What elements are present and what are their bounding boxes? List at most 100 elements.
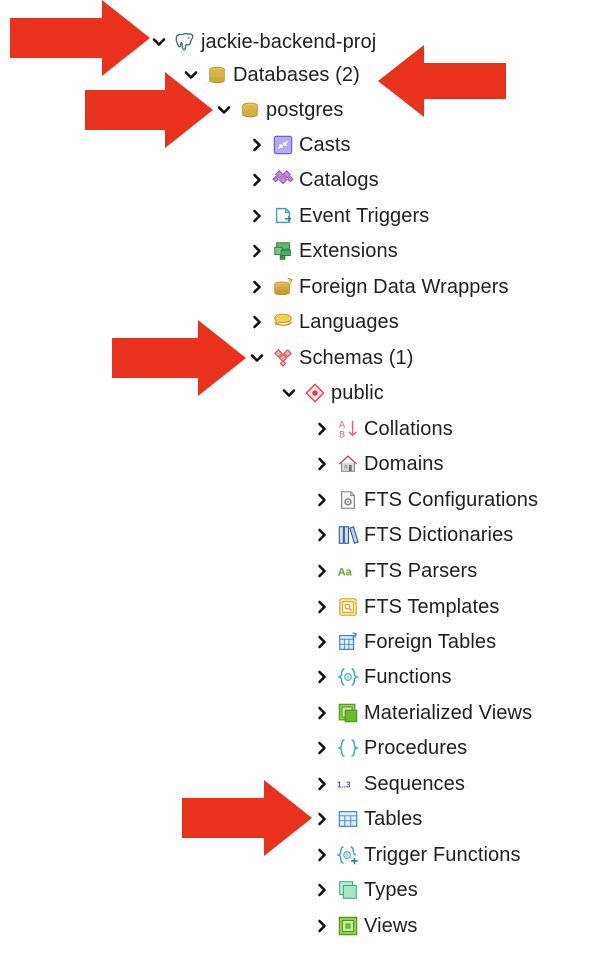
tree-node-label: Procedures	[364, 737, 468, 759]
tree-node-languages[interactable]: Languages	[248, 305, 399, 339]
catalog-icon	[270, 167, 296, 193]
tree-node-catalogs[interactable]: Catalogs	[248, 163, 379, 197]
foreign-data-wrapper-icon	[270, 274, 296, 300]
chevron-down-icon[interactable]	[150, 33, 168, 51]
chevron-right-icon[interactable]	[248, 171, 266, 189]
tree-node-label: Languages	[299, 311, 399, 333]
tree-node-label: Sequences	[364, 773, 465, 795]
chevron-right-icon[interactable]	[313, 633, 331, 651]
tree-node-event-triggers[interactable]: Event Triggers	[248, 199, 429, 233]
elephant-icon	[172, 29, 198, 55]
tree-node-label: Trigger Functions	[364, 844, 521, 866]
database-stack-icon	[204, 62, 230, 88]
language-icon	[270, 309, 296, 335]
chevron-right-icon[interactable]	[248, 207, 266, 225]
chevron-down-icon[interactable]	[248, 349, 266, 367]
chevron-right-icon[interactable]	[313, 491, 331, 509]
arrow-server	[10, 0, 150, 76]
tree-node-fdw[interactable]: Foreign Data Wrappers	[248, 270, 509, 304]
tree-node-server[interactable]: jackie-backend-proj	[150, 25, 376, 59]
tree-node-trigger-functions[interactable]: Trigger Functions	[313, 838, 521, 872]
tree-node-functions[interactable]: Functions	[313, 660, 452, 694]
tree-node-label: FTS Templates	[364, 596, 500, 618]
chevron-right-icon[interactable]	[248, 136, 266, 154]
fts-dictionary-icon	[335, 522, 361, 548]
tree-node-label: Functions	[364, 666, 452, 688]
chevron-right-icon[interactable]	[248, 278, 266, 296]
tree-node-casts[interactable]: Casts	[248, 128, 351, 162]
chevron-right-icon[interactable]	[248, 242, 266, 260]
procedure-icon	[335, 735, 361, 761]
chevron-right-icon[interactable]	[313, 881, 331, 899]
sequence-icon: 1..3	[335, 771, 361, 797]
chevron-right-icon[interactable]	[313, 420, 331, 438]
tree-node-label: Types	[364, 879, 418, 901]
tree-node-label: public	[331, 382, 384, 404]
chevron-right-icon[interactable]	[313, 668, 331, 686]
chevron-right-icon[interactable]	[313, 562, 331, 580]
tree-node-fts-templates[interactable]: FTS Templates	[313, 590, 499, 624]
tree-node-label: Extensions	[299, 240, 398, 262]
tree-node-databases[interactable]: Databases (2)	[182, 58, 360, 92]
domain-icon	[335, 451, 361, 477]
tree-node-procedures[interactable]: Procedures	[313, 731, 467, 765]
tree-node-extensions[interactable]: Extensions	[248, 234, 398, 268]
tree-node-label: Schemas (1)	[299, 347, 414, 369]
schema-icon	[302, 380, 328, 406]
tree-node-public[interactable]: public	[280, 376, 384, 410]
tree-node-label: Views	[364, 915, 418, 937]
database-icon	[237, 97, 263, 123]
view-icon	[335, 913, 361, 939]
tree-node-materialized-views[interactable]: Materialized Views	[313, 696, 532, 730]
tree-node-label: Tables	[364, 808, 423, 830]
fts-template-icon	[335, 594, 361, 620]
tree-node-schemas[interactable]: Schemas (1)	[248, 341, 413, 375]
tree-node-label: Casts	[299, 134, 351, 156]
chevron-right-icon[interactable]	[313, 917, 331, 935]
foreign-table-icon	[335, 629, 361, 655]
tree-node-postgres[interactable]: postgres	[215, 93, 344, 127]
chevron-right-icon[interactable]	[313, 739, 331, 757]
tree-node-views[interactable]: Views	[313, 909, 418, 943]
extension-icon	[270, 238, 296, 264]
tree-node-tables[interactable]: Tables	[313, 802, 422, 836]
tree-node-label: FTS Parsers	[364, 560, 478, 582]
cast-icon	[270, 132, 296, 158]
tree-node-label: FTS Dictionaries	[364, 524, 514, 546]
tree-node-fts-dictionaries[interactable]: FTS Dictionaries	[313, 518, 513, 552]
chevron-right-icon[interactable]	[313, 775, 331, 793]
chevron-right-icon[interactable]	[313, 810, 331, 828]
tree-node-foreign-tables[interactable]: Foreign Tables	[313, 625, 496, 659]
chevron-down-icon[interactable]	[280, 384, 298, 402]
tree-node-label: Databases (2)	[233, 64, 360, 86]
svg-text:B: B	[339, 430, 345, 440]
tree-node-label: Materialized Views	[364, 702, 533, 724]
chevron-right-icon[interactable]	[248, 313, 266, 331]
tree-node-types[interactable]: Types	[313, 873, 418, 907]
schemas-icon	[270, 345, 296, 371]
arrow-postgres	[85, 72, 213, 148]
fts-parser-icon: Aa	[335, 558, 361, 584]
chevron-down-icon[interactable]	[215, 101, 233, 119]
chevron-right-icon[interactable]	[313, 846, 331, 864]
tree-node-label: Domains	[364, 453, 444, 475]
chevron-right-icon[interactable]	[313, 704, 331, 722]
chevron-down-icon[interactable]	[182, 66, 200, 84]
tree-node-label: Event Triggers	[299, 205, 430, 227]
chevron-right-icon[interactable]	[313, 455, 331, 473]
tree-node-label: jackie-backend-proj	[201, 31, 377, 53]
svg-text:1..3: 1..3	[337, 781, 351, 790]
arrow-tables	[182, 780, 312, 856]
chevron-right-icon[interactable]	[313, 526, 331, 544]
tree-node-sequences[interactable]: 1..3 Sequences	[313, 767, 465, 801]
chevron-right-icon[interactable]	[313, 598, 331, 616]
tree-node-domains[interactable]: Domains	[313, 447, 444, 481]
tree-node-fts-configurations[interactable]: FTS Configurations	[313, 483, 538, 517]
table-icon	[335, 806, 361, 832]
svg-text:A: A	[339, 420, 346, 431]
trigger-function-icon	[335, 842, 361, 868]
